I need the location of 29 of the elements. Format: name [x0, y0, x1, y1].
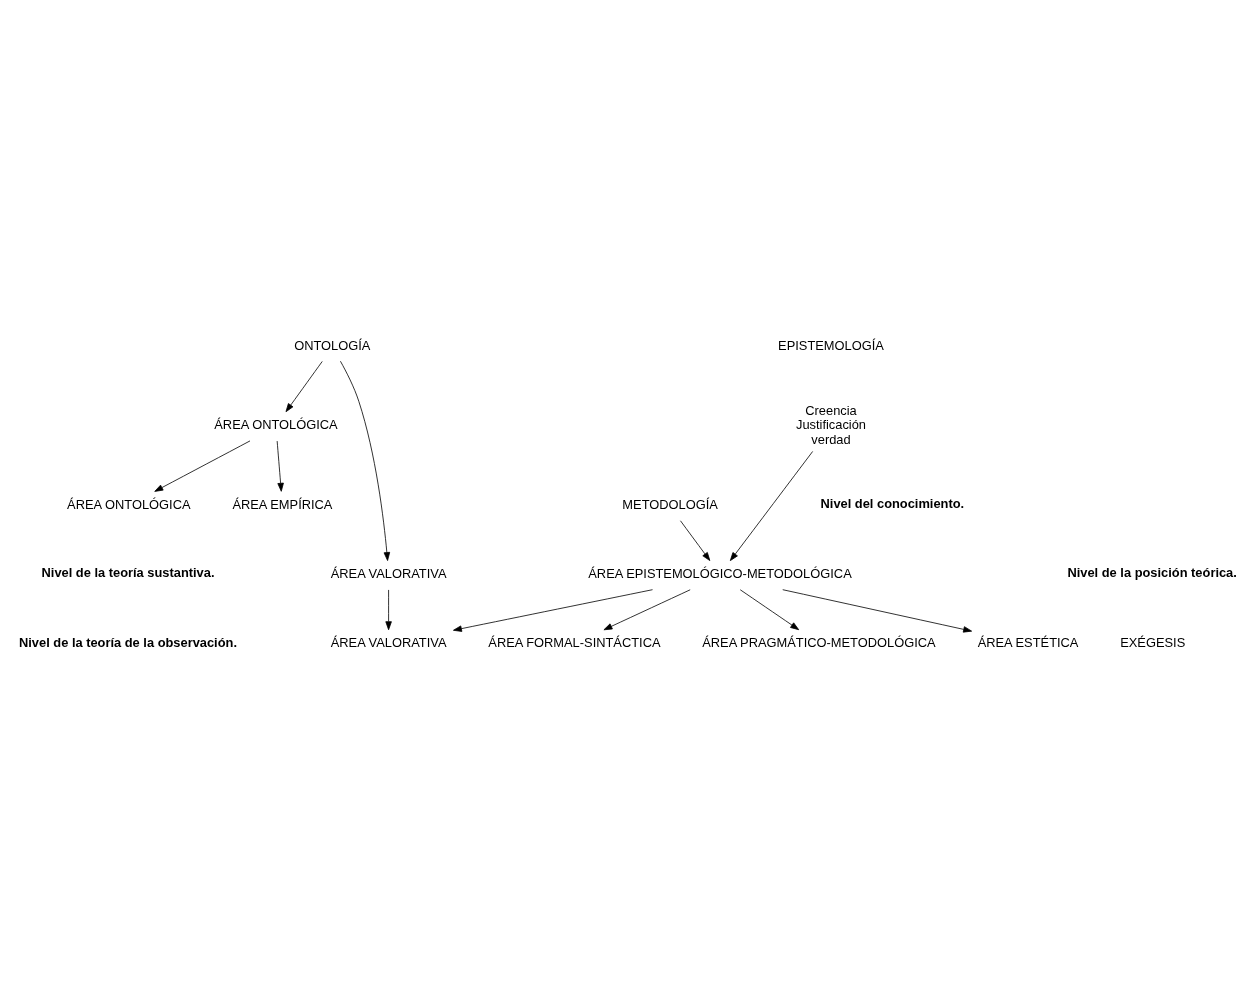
label: Nivel de la posición teórica. — [1067, 564, 1237, 580]
node-text: METODOLOGÍA — [622, 496, 718, 512]
node-text: ÁREA ONTOLÓGICA — [67, 496, 191, 512]
node-text: Creencia Justificación verdad — [795, 402, 867, 447]
arrow — [782, 588, 973, 633]
label: Nivel del conocimiento. — [820, 495, 965, 511]
arrow — [276, 440, 284, 492]
arrow — [385, 589, 392, 630]
node-text: ÁREA VALORATIVA — [330, 565, 447, 581]
label: Nivel de la teoría de la observación. — [19, 634, 237, 650]
node-text: ONTOLOGÍA — [294, 337, 371, 353]
arrow — [154, 440, 251, 492]
arrow — [680, 519, 711, 561]
arrow — [453, 588, 653, 632]
arrow — [285, 360, 323, 412]
label: EPISTEMOLOGÍA — [778, 337, 884, 353]
node-text: ÁREA FORMAL-SINTÁCTICA — [488, 634, 661, 650]
node-text: ÁREA EPISTEMOLÓGICO-METODOLÓGICA — [588, 565, 852, 581]
arrow — [603, 588, 691, 630]
arrow — [729, 450, 814, 561]
node-text: ÁREA ONTOLÓGICA — [214, 416, 338, 432]
node-text: ÁREA EMPÍRICA — [232, 496, 333, 512]
arrow — [739, 588, 800, 630]
label: EXÉGESIS — [1120, 634, 1186, 650]
label: Nivel de la teoría sustantiva. — [41, 564, 215, 580]
arrow — [340, 360, 391, 561]
node-text: ÁREA ESTÉTICA — [977, 634, 1079, 650]
node-text: ÁREA VALORATIVA — [330, 634, 447, 650]
node-text: ÁREA PRAGMÁTICO-METODOLÓGICA — [702, 634, 936, 650]
